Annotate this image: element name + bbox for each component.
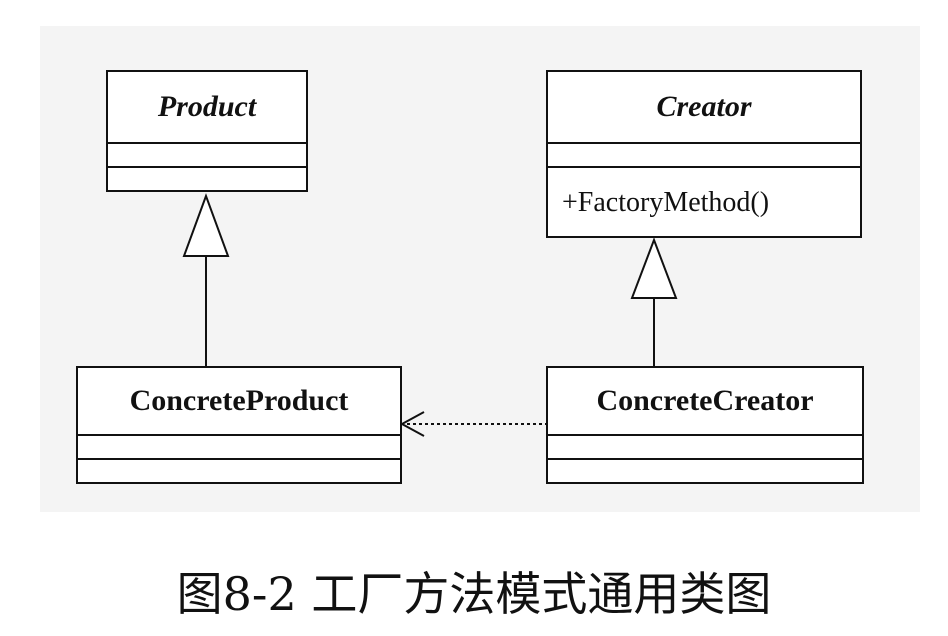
class-product-operations (108, 168, 306, 192)
class-concrete-creator[interactable]: ConcreteCreator (546, 366, 864, 484)
class-concrete-product-operations (78, 460, 400, 484)
class-concrete-creator-operations (548, 460, 862, 484)
class-concrete-product-name: ConcreteProduct (78, 368, 400, 436)
class-creator-operations: +FactoryMethod() (548, 168, 860, 238)
class-creator-attributes (548, 144, 860, 168)
class-concrete-product[interactable]: ConcreteProduct (76, 366, 402, 484)
dependency-arrow (399, 411, 548, 437)
figure-caption: 图8-2 工厂方法模式通用类图 (176, 567, 772, 621)
class-concrete-product-attributes (78, 436, 400, 460)
generalization-creator (630, 237, 678, 368)
class-concrete-creator-attributes (548, 436, 862, 460)
class-creator[interactable]: Creator +FactoryMethod() (546, 70, 862, 238)
class-creator-name: Creator (548, 72, 860, 144)
generalization-product (182, 193, 230, 368)
class-product-attributes (108, 144, 306, 168)
class-concrete-creator-name: ConcreteCreator (548, 368, 862, 436)
class-product[interactable]: Product (106, 70, 308, 192)
class-product-name: Product (108, 72, 306, 144)
factory-method-operation: +FactoryMethod() (562, 187, 770, 218)
